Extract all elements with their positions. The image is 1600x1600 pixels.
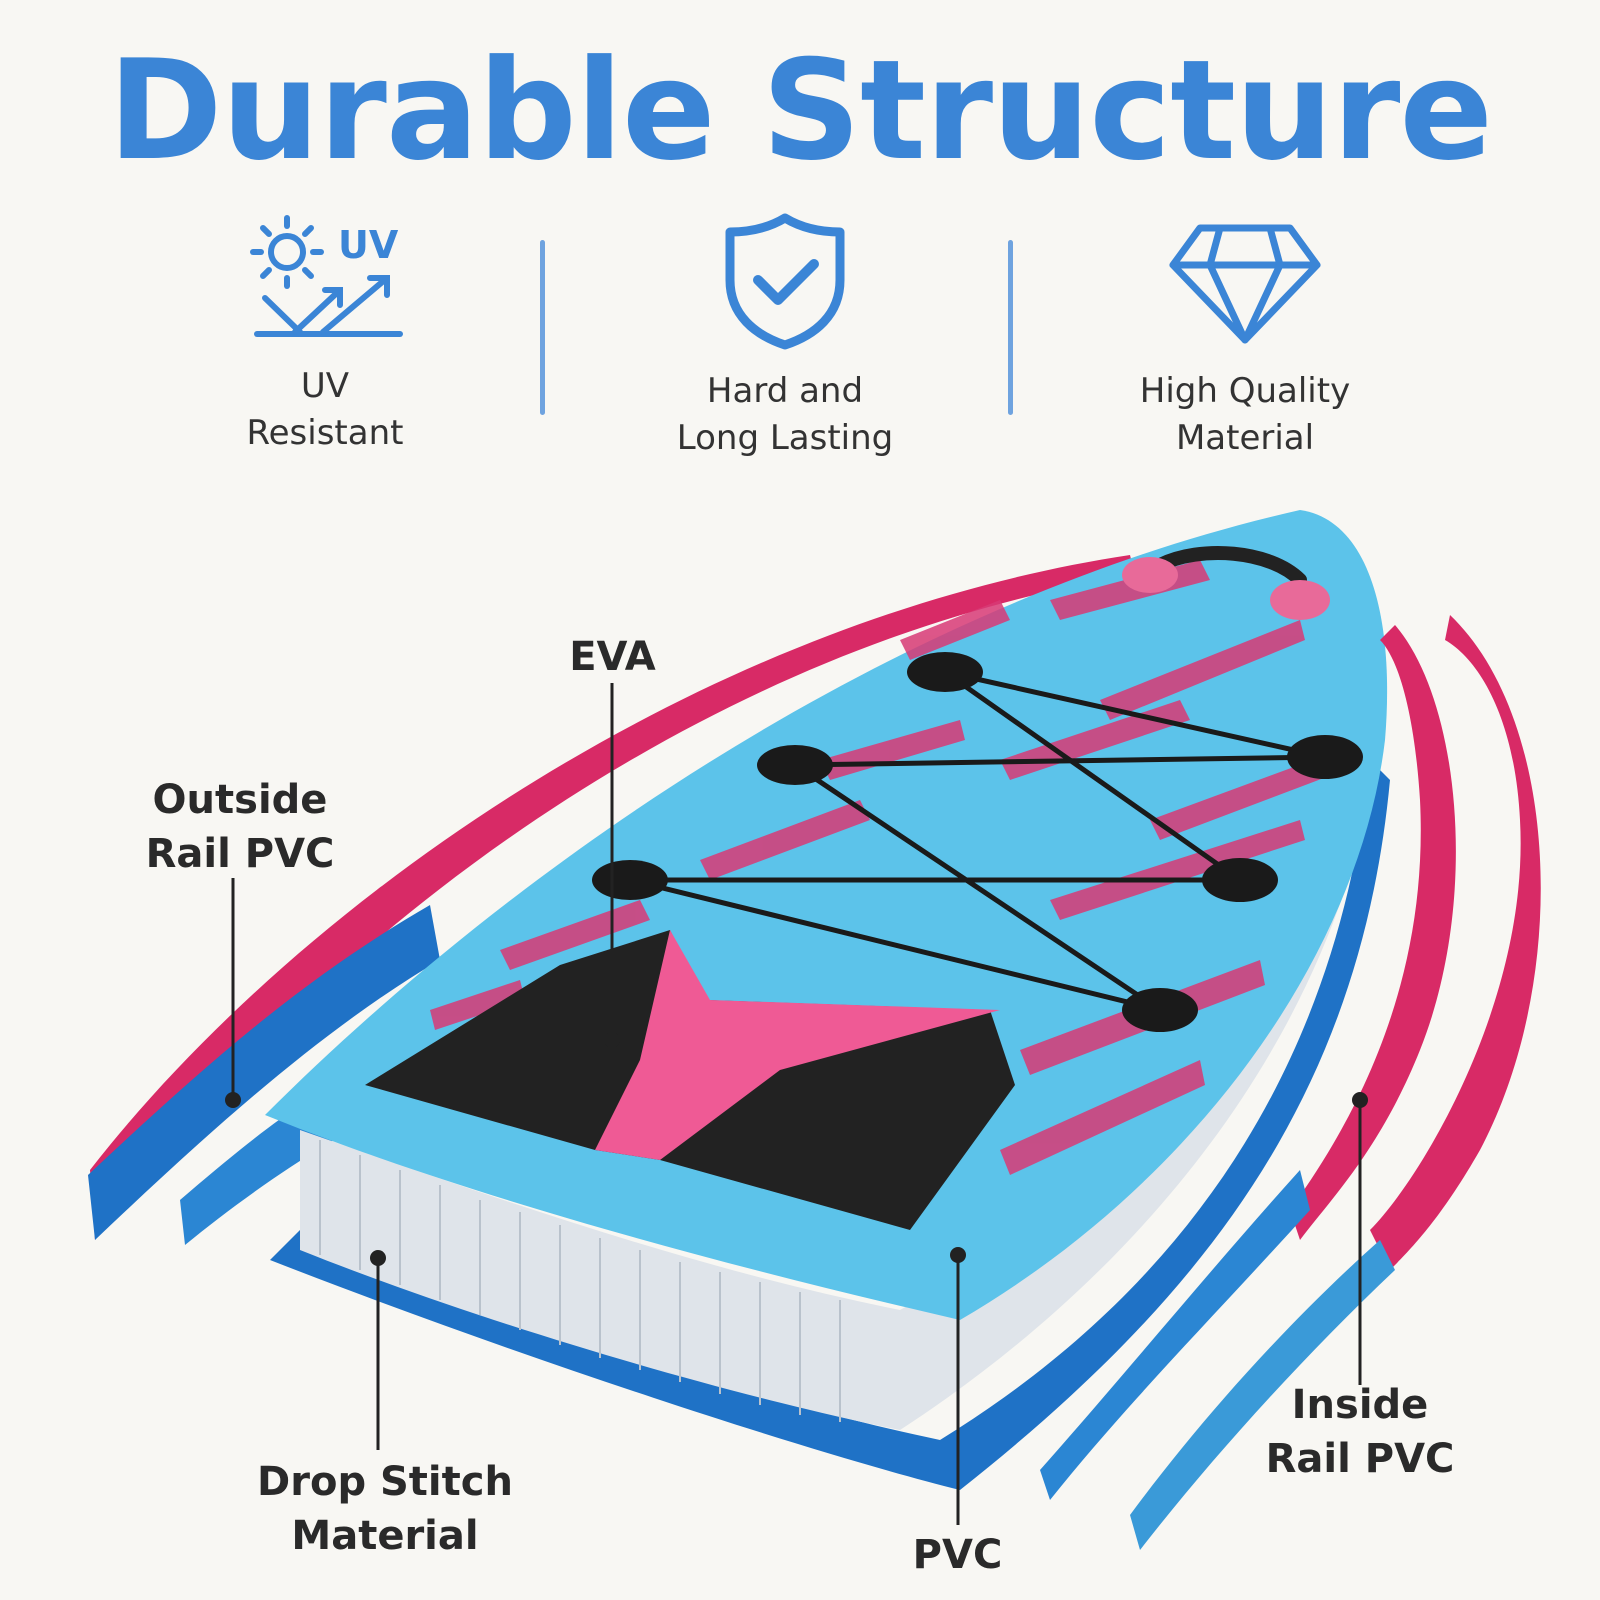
callout-eva: EVA xyxy=(569,634,656,680)
page-title: Durable Structure xyxy=(107,30,1493,191)
callout-line2: Rail PVC xyxy=(1265,1436,1455,1482)
inside-rail-right xyxy=(1290,625,1456,1240)
outside-rail-right xyxy=(1370,615,1541,1270)
divider xyxy=(540,240,545,415)
callout-inside-rail-pvc: Inside Rail PVC xyxy=(1250,1378,1470,1486)
callout-pvc: PVC xyxy=(912,1532,1003,1578)
callout-drop-stitch: Drop Stitch Material xyxy=(257,1459,513,1559)
uv-sun-icon: UV xyxy=(250,215,403,337)
drop-stitch-lines xyxy=(319,1140,841,1422)
feature-label-line2: Resistant xyxy=(246,413,404,453)
leader-dots xyxy=(225,1032,1368,1266)
feature-uv-resistant: UV UV Resistant xyxy=(175,210,475,457)
feature-high-quality: High Quality Material xyxy=(1095,210,1395,462)
feature-hard-long-lasting: Hard and Long Lasting xyxy=(635,210,935,462)
callout-line1: Inside xyxy=(1291,1382,1429,1428)
carry-handle xyxy=(1153,546,1307,587)
feature-label-line2: Material xyxy=(1175,418,1315,458)
drop-stitch-core xyxy=(300,760,1360,1430)
callout-line1: Outside xyxy=(152,777,328,823)
feature-label-line1: UV xyxy=(300,366,350,406)
callout-outside-rail-pvc: Outside Rail PVC xyxy=(120,773,360,881)
uv-icon-text: UV xyxy=(338,223,399,267)
feature-label-line1: High Quality xyxy=(1139,371,1351,411)
divider xyxy=(1008,240,1013,415)
feature-label-line1: Hard and xyxy=(706,371,864,411)
shield-check-icon xyxy=(725,213,845,350)
diamond-icon xyxy=(1169,224,1321,344)
feature-label-line2: Long Lasting xyxy=(676,418,894,458)
callout-line2: Rail PVC xyxy=(145,831,335,877)
leader-lines xyxy=(231,683,1362,1525)
bungee-cords xyxy=(629,669,1326,1013)
